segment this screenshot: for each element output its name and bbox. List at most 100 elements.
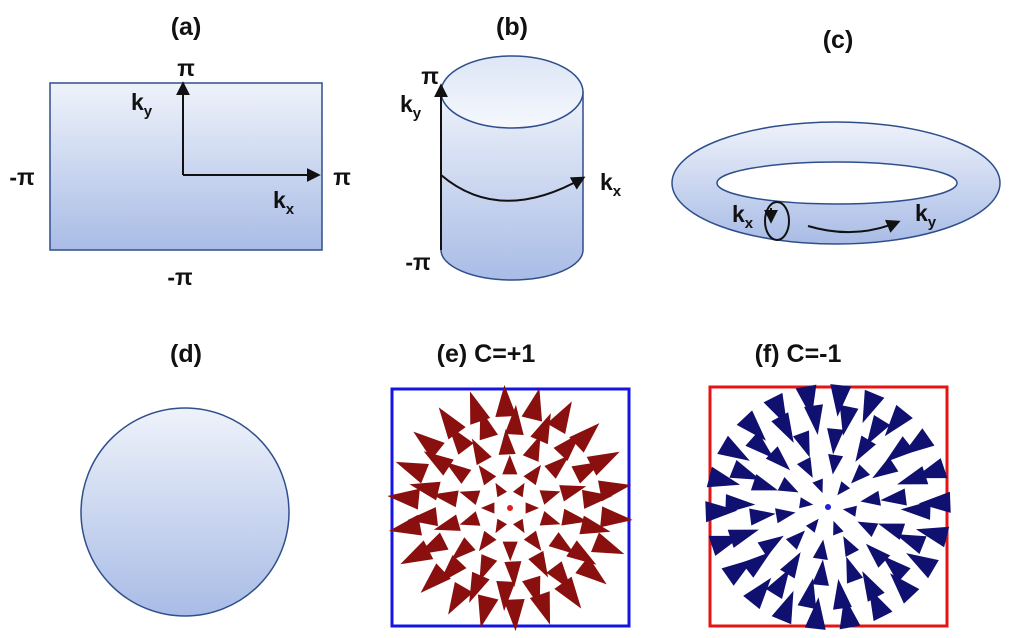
spin-cone (743, 577, 772, 610)
spin-cone (530, 413, 551, 445)
spin-cone (725, 494, 756, 514)
spin-cone (504, 404, 524, 436)
spin-cone (846, 556, 864, 584)
spin-cone (477, 594, 499, 628)
spin-cone (409, 481, 441, 501)
spin-cone (706, 466, 741, 488)
spin-cone (804, 597, 826, 630)
spin-cone (569, 423, 600, 453)
spin-cone (495, 384, 517, 417)
spin-cone (479, 554, 498, 582)
ky-max-label: π (177, 55, 195, 81)
spin-cone (885, 436, 915, 463)
panel-f-label: (f) C=-1 (755, 340, 842, 368)
spin-cone (812, 478, 823, 494)
spin-cone (884, 404, 913, 437)
spin-cone (459, 490, 481, 505)
spin-cone (591, 532, 625, 555)
spin-cone (438, 407, 466, 440)
spin-cone (900, 500, 931, 520)
spin-cone (827, 428, 845, 455)
spin-cone (805, 518, 819, 533)
spin-cone (882, 555, 911, 583)
panel-c-label: (c) (823, 26, 854, 54)
cylinder-top (440, 55, 584, 129)
cylinder-kx-label: kx (600, 169, 622, 200)
ky-min-label: -π (167, 264, 192, 290)
spin-cone (471, 438, 492, 466)
panel-f: (f) C=-1 (705, 340, 951, 630)
spin-cone (387, 488, 420, 510)
spin-cone (797, 578, 817, 610)
spin-cone (705, 501, 738, 523)
spin-cone (880, 488, 907, 506)
spin-cone (388, 514, 422, 536)
spin-cone (528, 550, 549, 578)
spin-cone (539, 490, 561, 505)
spin-cone (420, 563, 451, 593)
spin-cone (498, 428, 516, 455)
spin-cone (554, 576, 582, 609)
spin-cone (795, 384, 817, 418)
spin-cone (866, 415, 891, 446)
torus-kx-label: kx (732, 201, 754, 232)
spin-cone (736, 410, 767, 441)
spin-cone (833, 520, 844, 536)
cylinder-kx-arrow (440, 174, 586, 202)
spin-cone (857, 521, 879, 538)
panel-e-label: (e) C=+1 (437, 340, 536, 368)
spin-cone (523, 530, 542, 551)
spin-cone (413, 431, 445, 460)
spin-cone (895, 534, 927, 555)
center-dot (825, 504, 831, 510)
spin-cone (559, 485, 587, 502)
panel-b-label: (b) (496, 13, 528, 41)
cylinder-ky-max-label: π (421, 63, 439, 89)
cylinder-ky-min-label: -π (405, 249, 430, 275)
spin-cone (811, 559, 829, 586)
spin-cone (546, 401, 572, 435)
spin-cone (523, 464, 542, 486)
spin-cone (862, 389, 885, 424)
spin-cone (792, 430, 810, 458)
spin-cone (902, 428, 935, 456)
spin-cone (522, 434, 541, 462)
spin-cone (529, 591, 551, 625)
spin-cone (915, 526, 950, 548)
panel-c: (c) kx ky (671, 26, 1001, 245)
spin-cone (433, 514, 461, 531)
spin-cone (502, 454, 518, 475)
panel-d-label: (d) (170, 340, 202, 368)
spin-cone (775, 508, 796, 524)
spin-cone (777, 476, 799, 493)
panel-a-label: (a) (171, 13, 202, 41)
spin-cone (796, 457, 813, 478)
spin-cone (749, 508, 776, 526)
spin-cone (771, 590, 794, 625)
spin-cone (708, 535, 742, 556)
spin-cone (469, 571, 490, 603)
outward-spin-texture (387, 384, 633, 632)
spin-cone (828, 454, 844, 475)
spin-cone (575, 556, 607, 585)
spin-cone (799, 497, 814, 509)
spin-cone (450, 537, 476, 561)
spin-cone (785, 530, 806, 550)
spin-cone (850, 464, 871, 484)
spin-cone (906, 553, 939, 579)
spin-cone (495, 482, 508, 498)
spin-cone (539, 511, 561, 526)
spin-cone (512, 482, 525, 498)
spin-cone (448, 581, 474, 615)
spin-cone (839, 404, 859, 436)
spin-cone (765, 446, 791, 471)
spin-cone (741, 551, 771, 578)
cylinder-ky-label: ky (400, 91, 422, 122)
kx-label: kx (273, 187, 295, 218)
spin-cone (512, 518, 525, 534)
spin-cone (721, 558, 754, 586)
spin-cone (842, 505, 857, 517)
spin-cone (521, 388, 543, 422)
spin-cone (496, 580, 516, 612)
